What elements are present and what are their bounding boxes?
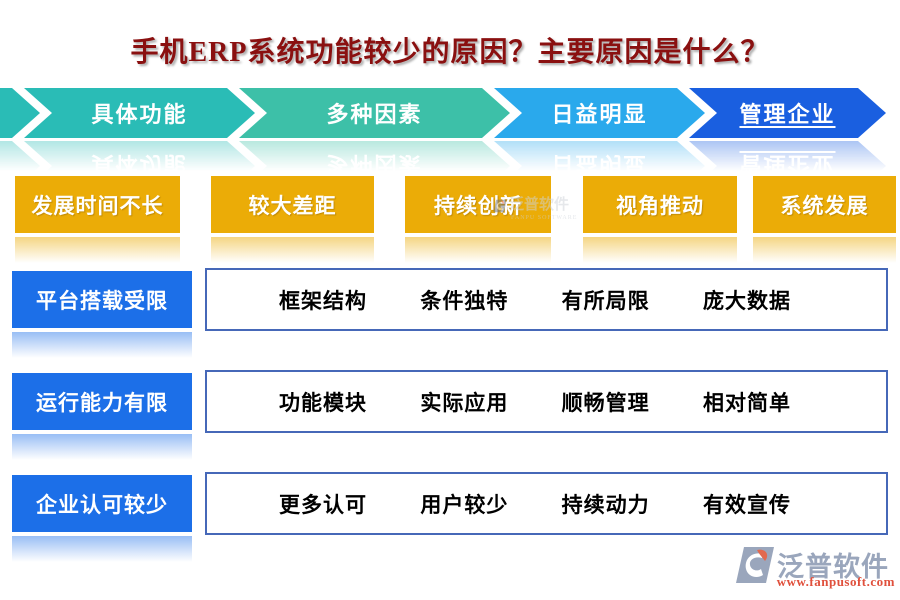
factor-button-reflection — [753, 237, 896, 263]
reason-item: 有效宣传 — [702, 492, 791, 517]
reason-row-label: 运行能力有限 — [12, 373, 192, 460]
watermark-subtext: FANPU SOFTWARE — [511, 215, 578, 221]
reason-row-label: 平台搭载受限 — [12, 271, 192, 358]
reason-item: 更多认可 — [279, 492, 367, 517]
factor-button-reflection — [15, 237, 180, 263]
banner-segment-3: 日益明显 — [494, 88, 705, 138]
reason-item: 框架结构 — [279, 288, 367, 313]
reason-row-label: 企业认可较少 — [12, 475, 192, 562]
factor-button: 视角推动 — [583, 176, 737, 233]
banner-segment-label: 多种因素 — [326, 102, 423, 127]
factor-button-reflection — [583, 237, 737, 263]
banner-segment-2: 多种因素 — [239, 88, 510, 138]
brand-url: www.fanpusoft.com — [776, 574, 895, 589]
footer-logo: 泛普软件 www.fanpusoft.com — [735, 545, 895, 595]
reason-item: 有所局限 — [561, 288, 650, 313]
factor-button: 持续创新 — [405, 176, 551, 233]
reason-item: 用户较少 — [420, 492, 509, 517]
reason-row-box: 框架结构 条件独特 有所局限 庞大数据 — [205, 268, 888, 331]
banner-segment-4: 管理企业 — [689, 88, 886, 138]
factor-button: 发展时间不长 — [15, 176, 180, 233]
banner-segment-label: 管理企业 — [739, 102, 836, 127]
factor-button: 系统发展 — [753, 176, 896, 233]
reason-item: 庞大数据 — [702, 288, 791, 313]
page-title: 手机ERP系统功能较少的原因？主要原因是什么？ — [130, 37, 770, 68]
watermark: 泛普软件 FANPU SOFTWARE — [493, 198, 583, 221]
reason-item: 实际应用 — [420, 390, 509, 415]
factor-button-reflection — [211, 237, 374, 263]
reason-row-box: 功能模块 实际应用 顺畅管理 相对简单 — [205, 370, 888, 433]
factor-button: 较大差距 — [211, 176, 374, 233]
watermark-text: 泛普软件 — [509, 197, 570, 213]
factor-button-reflection — [405, 237, 551, 263]
reason-item: 相对简单 — [702, 390, 791, 415]
process-banner: 具体功能 多种因素 日益明显 管理企业 — [0, 88, 886, 138]
reason-item: 持续动力 — [561, 492, 650, 517]
banner-segment-label: 具体功能 — [91, 102, 188, 127]
reason-row-box: 更多认可 用户较少 持续动力 有效宣传 — [205, 472, 888, 535]
banner-segment-label: 日益明显 — [551, 102, 648, 127]
brand-name: 泛普软件 — [777, 552, 889, 582]
watermark-logo-icon — [493, 199, 507, 212]
reason-item: 条件独特 — [420, 288, 509, 313]
banner-segment-1: 具体功能 — [24, 88, 255, 138]
reason-item: 功能模块 — [279, 390, 367, 415]
reason-item: 顺畅管理 — [561, 390, 650, 415]
fanpu-logo-icon — [736, 547, 774, 583]
